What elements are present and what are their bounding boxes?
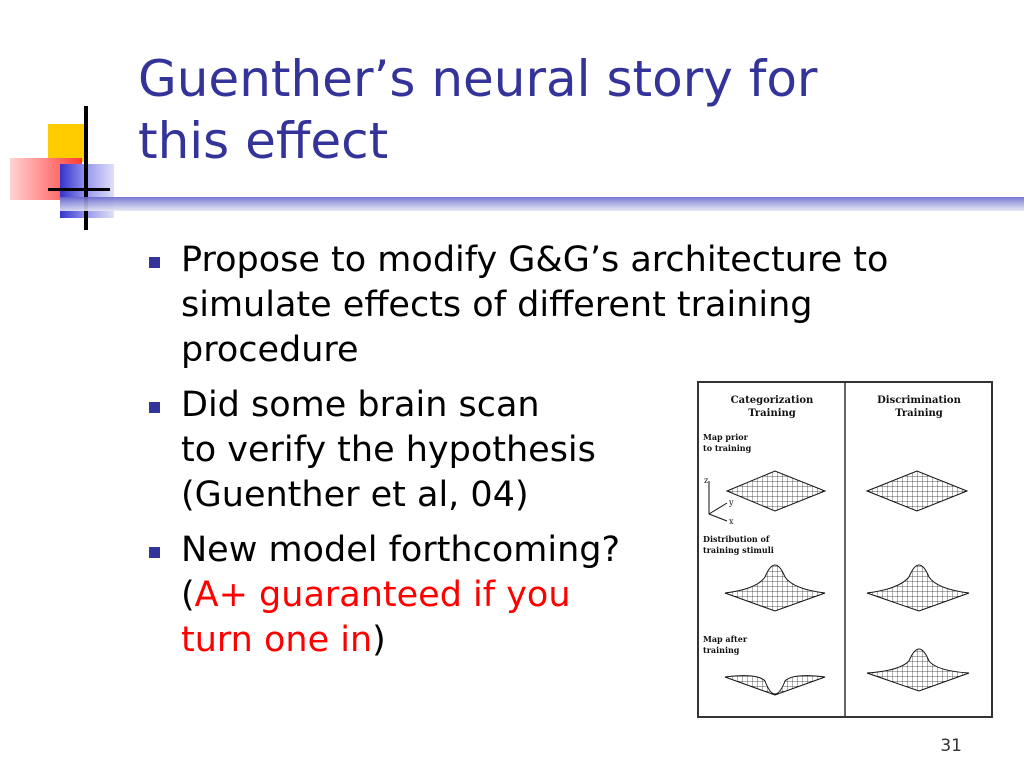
bullet-3-emphasis-2: turn one in: [181, 620, 373, 660]
bullet-3-line-1: New model forthcoming?: [181, 530, 621, 570]
axis-z-label: z: [704, 476, 708, 485]
map-prior-discrimination: [865, 470, 969, 512]
bullet-item: New model forthcoming? (A+ guaranteed if…: [145, 528, 1005, 663]
row1-label-line1: Map prior: [703, 432, 749, 442]
training-map-figure: Categorization Training Discrimination T…: [697, 381, 993, 718]
row3-label-line1: Map after: [703, 634, 748, 644]
bullet-1-line-2: simulate effects of different training: [181, 285, 813, 325]
bullet-list: Propose to modify G&G’s architecture to …: [145, 238, 1005, 673]
row2-label-line2: training stimuli: [703, 545, 774, 555]
bullet-item: Did some brain scan to verify the hypoth…: [145, 383, 1005, 518]
bullet-square-icon: [149, 257, 160, 268]
col2-header-line2: Training: [895, 408, 943, 419]
map-after-categorization: [724, 675, 826, 696]
title-line-2: this effect: [138, 112, 389, 170]
distribution-categorization: [724, 564, 826, 612]
bullet-1-line-1: Propose to modify G&G’s architecture to: [181, 240, 889, 280]
bullet-1-line-3: procedure: [181, 330, 359, 370]
row2-label-line1: Distribution of: [703, 534, 770, 544]
col2-header-line1: Discrimination: [877, 395, 961, 406]
bullet-3-open-paren: (: [181, 575, 195, 615]
bullet-2-line-1: Did some brain scan: [181, 385, 540, 425]
slide-title: Guenther’s neural story for this effect: [138, 48, 1018, 172]
bullet-2-line-2: to verify the hypothesis: [181, 430, 596, 470]
bullet-item: Propose to modify G&G’s architecture to …: [145, 238, 1005, 373]
map-after-discrimination: [866, 648, 970, 692]
page-number: 31: [940, 736, 962, 756]
distribution-discrimination: [866, 564, 970, 612]
col1-header-line1: Categorization: [731, 395, 814, 406]
map-prior-categorization: [725, 470, 827, 512]
row3-label-line2: training: [703, 645, 740, 655]
bullet-square-icon: [149, 547, 160, 558]
axis-x-label: x: [729, 517, 734, 526]
axis-y-label: y: [728, 498, 734, 507]
bullet-2-line-3: (Guenther et al, 04): [181, 475, 529, 515]
row1-label-line2: to training: [703, 443, 752, 453]
bullet-3-close-paren: ): [372, 620, 386, 660]
bullet-square-icon: [149, 402, 160, 413]
axis-icon: [708, 481, 728, 522]
title-line-1: Guenther’s neural story for: [138, 50, 818, 108]
col1-header-line2: Training: [748, 408, 796, 419]
bullet-3-emphasis-1: A+ guaranteed if you: [194, 575, 571, 615]
title-underline: [60, 197, 1024, 211]
